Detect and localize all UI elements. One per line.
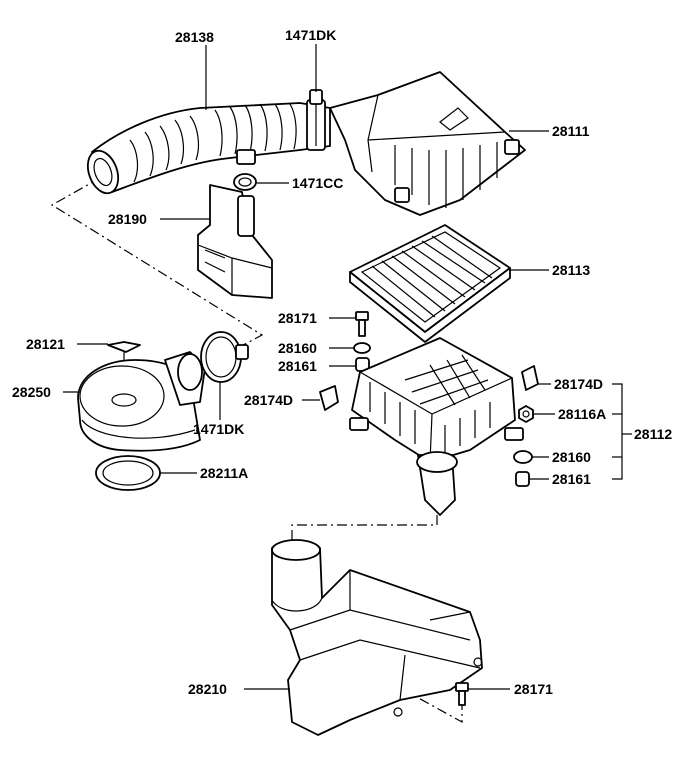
- collar-28161-right[interactable]: [515, 471, 530, 487]
- gasket-28211A[interactable]: [95, 455, 161, 491]
- label-28116A: 28116A: [558, 406, 606, 422]
- label-28111: 28111: [552, 123, 590, 139]
- clip-28174D-left[interactable]: [319, 385, 339, 411]
- nut-28116A[interactable]: [518, 405, 534, 423]
- clip-28174D-right[interactable]: [521, 365, 539, 391]
- assembly-line-bolt-to-duct: [394, 684, 463, 724]
- label-28160-right: 28160: [552, 449, 591, 465]
- grommet-28160-right[interactable]: [513, 450, 533, 464]
- resonator-28190[interactable]: [197, 184, 273, 299]
- label-28113: 28113: [552, 262, 590, 278]
- assembly-line-hose-to-housing: [50, 177, 264, 353]
- grommet-28160-upper[interactable]: [353, 342, 371, 354]
- hose-clamp-1471CC[interactable]: [233, 173, 257, 191]
- bolt-28171-upper[interactable]: [355, 311, 369, 337]
- label-1471DK-top: 1471DK: [285, 27, 336, 43]
- label-28121: 28121: [26, 336, 65, 352]
- hose-clamp-1471DK-bottom[interactable]: [200, 331, 249, 383]
- air-cleaner-body-28112[interactable]: [349, 337, 524, 516]
- label-28160-upper: 28160: [278, 340, 317, 356]
- label-1471DK-bottom: 1471DK: [193, 421, 244, 437]
- label-28250: 28250: [12, 384, 51, 400]
- hose-clamp-1471DK-top[interactable]: [306, 89, 326, 151]
- label-28171-lower: 28171: [514, 681, 553, 697]
- label-28210: 28210: [188, 681, 227, 697]
- assembly-line-housing-to-duct: [291, 515, 438, 545]
- air-duct-28210[interactable]: [271, 539, 483, 736]
- filter-element-28113[interactable]: [349, 224, 511, 343]
- bolt-28171-lower[interactable]: [455, 682, 469, 706]
- label-28112: 28112: [634, 426, 672, 442]
- leader-bracket-28112: [612, 383, 623, 480]
- label-28138: 28138: [175, 29, 214, 45]
- air-cleaner-housing-28250[interactable]: [77, 351, 206, 452]
- label-28174D-right: 28174D: [554, 376, 603, 392]
- label-28161-upper: 28161: [278, 358, 317, 374]
- label-28174D-left: 28174D: [244, 392, 293, 408]
- label-28161-right: 28161: [552, 471, 591, 487]
- label-1471CC: 1471CC: [292, 175, 343, 191]
- label-28190: 28190: [108, 211, 147, 227]
- label-28171-upper: 28171: [278, 310, 317, 326]
- air-cleaner-cover-28111[interactable]: [329, 71, 526, 216]
- label-28211A: 28211A: [200, 465, 248, 481]
- intake-hose-28138[interactable]: [82, 102, 331, 197]
